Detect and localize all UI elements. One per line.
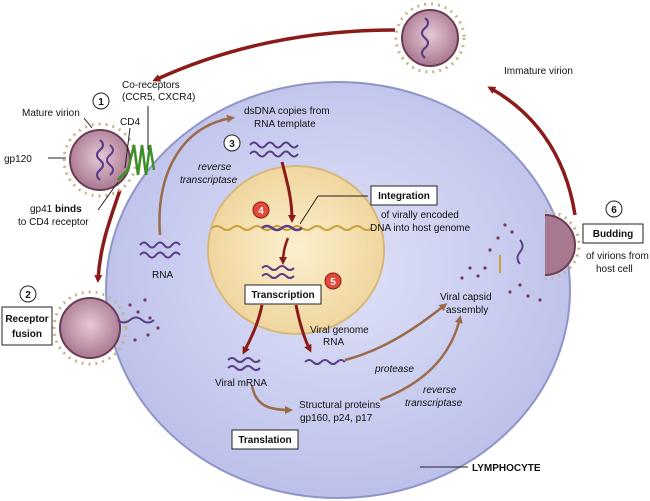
- genome-rna-wave: [304, 359, 346, 365]
- label-gp41-1: gp41 binds: [30, 204, 82, 215]
- dsdna-wave: [249, 141, 299, 149]
- label-budding-desc-1: of virions from: [586, 251, 649, 262]
- label-gp41-2: to CD4 receptor: [18, 217, 89, 228]
- label-cd4: CD4: [120, 117, 140, 128]
- label-structural-2: gp160, p24, p17: [300, 413, 373, 424]
- svg-text:3: 3: [229, 139, 235, 150]
- step-1: 1: [92, 92, 110, 110]
- arrow-rna-to-dsdna: [158, 114, 235, 236]
- rna-wave-cytoplasm-2: [139, 251, 181, 259]
- integrated-viral-dna: [261, 224, 303, 232]
- label-viral-genome-1: Viral genome: [310, 325, 369, 336]
- mature-virion: [62, 122, 138, 198]
- label-mature-virion: Mature virion: [22, 108, 80, 119]
- svg-text:1: 1: [98, 97, 104, 108]
- label-structural-1: Structural proteins: [299, 400, 380, 411]
- arrow-binding-to-fusion: [94, 189, 122, 283]
- viral-mrna-wave: [227, 357, 261, 363]
- label-dsdna-2: RNA template: [254, 119, 316, 130]
- nucleus-rna-wave: [261, 265, 295, 271]
- label-immature-virion: Immature virion: [504, 66, 573, 77]
- arrow-budding-to-immature: [487, 86, 577, 216]
- label-viral-genome-2: RNA: [323, 337, 344, 348]
- svg-text:5: 5: [330, 277, 336, 288]
- leader-mature: [83, 117, 93, 129]
- arrow-genome-to-capsid: [344, 303, 448, 362]
- step-3: 3: [223, 134, 241, 152]
- label-lymphocyte: LYMPHOCYTE: [472, 463, 541, 474]
- box-receptor-fusion: Receptor fusion: [1, 306, 53, 346]
- fusing-virion: [52, 290, 160, 366]
- label-rt2-1: reverse: [423, 385, 457, 396]
- label-integration-desc-1: of virally encoded: [381, 210, 459, 221]
- svg-text:Translation: Translation: [238, 435, 291, 446]
- svg-text:2: 2: [25, 290, 31, 301]
- dsdna-wave-2: [249, 150, 299, 158]
- capsid-assembly-dots: [460, 266, 487, 280]
- label-gp120: gp120: [4, 154, 32, 165]
- arrow-dsdna-to-nucleus: [280, 161, 296, 223]
- viral-mrna-wave-2: [227, 365, 261, 371]
- svg-text:Receptor: Receptor: [5, 314, 48, 325]
- label-rt-2: transcriptase: [180, 175, 238, 186]
- label-rna: RNA: [152, 270, 173, 281]
- svg-text:Budding: Budding: [593, 229, 634, 240]
- leader-integration-2: [299, 195, 319, 225]
- step-2: 2: [19, 285, 37, 303]
- svg-text:Integration: Integration: [378, 191, 430, 202]
- co-receptor-coil: [116, 144, 156, 182]
- label-dsdna-1: dsDNA copies from: [244, 106, 330, 117]
- arrow-nucleus-to-mrna: [242, 304, 264, 355]
- box-budding: Budding: [582, 223, 644, 244]
- label-co-receptors-2: (CCR5, CXCR4): [122, 92, 195, 103]
- label-co-receptors-1: Co-receptors: [122, 80, 180, 91]
- leader-cd4: [124, 127, 131, 169]
- label-budding-desc-2: host cell: [596, 264, 633, 275]
- step-4: 4: [252, 201, 270, 219]
- label-viral-capsid-1: Viral capsid: [440, 292, 492, 303]
- budding-virion: [488, 209, 581, 302]
- label-rt2-2: transcriptase: [405, 398, 463, 409]
- svg-text:Transcription: Transcription: [251, 290, 314, 301]
- svg-text:fusion: fusion: [12, 329, 42, 340]
- step-6: 6: [605, 200, 623, 218]
- rna-wave-cytoplasm: [139, 241, 181, 249]
- svg-text:6: 6: [611, 205, 617, 216]
- immature-virion: [394, 2, 466, 74]
- svg-text:4: 4: [258, 206, 264, 217]
- arrow-nucleus-to-genome: [294, 304, 312, 353]
- label-viral-mrna: Viral mRNA: [215, 378, 267, 389]
- leader-gp41: [97, 181, 119, 211]
- arrow-mrna-to-proteins: [250, 384, 293, 414]
- label-viral-capsid-2: assembly: [446, 305, 488, 316]
- box-translation: Translation: [231, 429, 299, 450]
- arrow-immature-to-mature: [152, 28, 396, 82]
- box-integration: Integration: [370, 185, 438, 206]
- label-rt-1: reverse: [198, 162, 232, 173]
- label-integration-desc-2: DNA into host genome: [370, 223, 470, 234]
- label-protease: protease: [374, 364, 414, 375]
- box-transcription: Transcription: [244, 284, 322, 305]
- nucleus-rna-wave-2: [261, 273, 295, 279]
- arrow-integration-to-transcription: [279, 237, 290, 265]
- arrow-proteins-to-capsid: [379, 315, 463, 402]
- step-5: 5: [324, 272, 342, 290]
